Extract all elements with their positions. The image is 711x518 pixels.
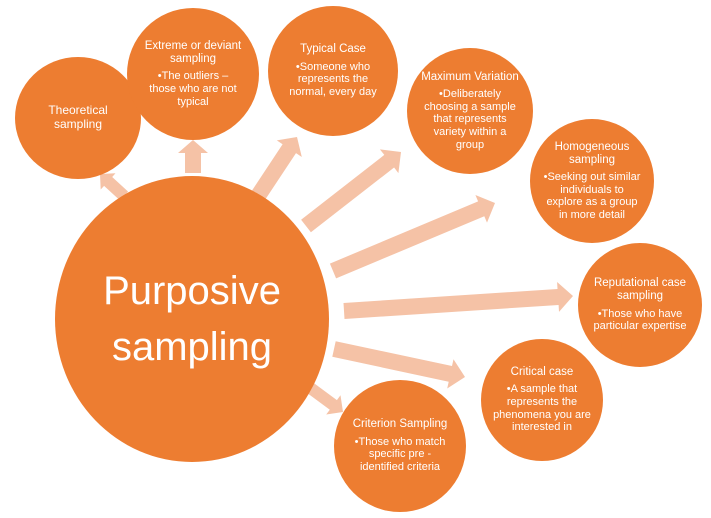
node-criterion-sampling: Criterion Sampling •Those who match spec… xyxy=(334,380,466,512)
arrow-to-theoretical xyxy=(100,173,129,201)
node-text: Maximum Variation •Deliberately choosing… xyxy=(421,71,519,151)
node-extreme-or-deviant-sampling: Extreme or deviant sampling •The outlier… xyxy=(127,8,259,140)
node-bullet: •Someone who represents the normal, ever… xyxy=(289,60,377,98)
node-text: Extreme or deviant sampling •The outlier… xyxy=(144,40,242,108)
node-maximum-variation: Maximum Variation •Deliberately choosing… xyxy=(407,48,533,174)
node-bullet: •Those who have particular expertise xyxy=(593,307,687,333)
node-bullet: •Those who match specific pre -identifie… xyxy=(354,435,446,473)
node-text: Theoretical sampling xyxy=(29,103,127,132)
node-homogeneous-sampling: Homogeneous sampling •Seeking out simila… xyxy=(530,119,654,243)
node-title: Typical Case xyxy=(300,43,366,56)
arrow-to-reputational xyxy=(343,282,573,319)
node-bullet: •The outliers – those who are not typica… xyxy=(149,70,237,108)
node-title: Homogeneous sampling xyxy=(554,140,630,166)
node-title: Reputational case sampling xyxy=(593,277,687,303)
node-title: Theoretical sampling xyxy=(48,103,108,131)
node-reputational-case-sampling: Reputational case sampling •Those who ha… xyxy=(578,243,702,367)
node-text: Critical case •A sample that represents … xyxy=(493,366,591,434)
node-text: Criterion Sampling •Those who match spec… xyxy=(351,418,449,473)
central-label: Purposive sampling xyxy=(103,269,281,369)
node-theoretical-sampling: Theoretical sampling xyxy=(15,57,141,179)
arrow-to-typical-case xyxy=(251,137,302,201)
node-title: Criterion Sampling xyxy=(352,418,448,431)
arrow-to-homogeneous xyxy=(329,195,495,279)
node-text: Reputational case sampling •Those who ha… xyxy=(591,277,689,333)
node-critical-case: Critical case •A sample that represents … xyxy=(481,339,603,461)
node-text: Homogeneous sampling •Seeking out simila… xyxy=(543,141,641,222)
central-circle-purposive-sampling: Purposive sampling xyxy=(55,176,329,462)
node-title: Critical case xyxy=(510,366,574,379)
node-text: Typical Case •Someone who represents the… xyxy=(284,43,382,98)
node-bullet: •Deliberately choosing a sample that rep… xyxy=(424,88,516,151)
node-bullet: •Seeking out similar individuals to expl… xyxy=(543,170,641,221)
node-title: Maximum Variation xyxy=(421,70,519,83)
arrow-to-maximum-variation xyxy=(301,149,401,233)
node-title: Extreme or deviant sampling xyxy=(144,39,242,66)
arrow-to-extreme-deviant xyxy=(178,140,208,173)
arrow-to-critical-case xyxy=(332,341,465,389)
node-bullet: •A sample that represents the phenomena … xyxy=(493,383,591,434)
node-typical-case: Typical Case •Someone who represents the… xyxy=(268,6,398,136)
